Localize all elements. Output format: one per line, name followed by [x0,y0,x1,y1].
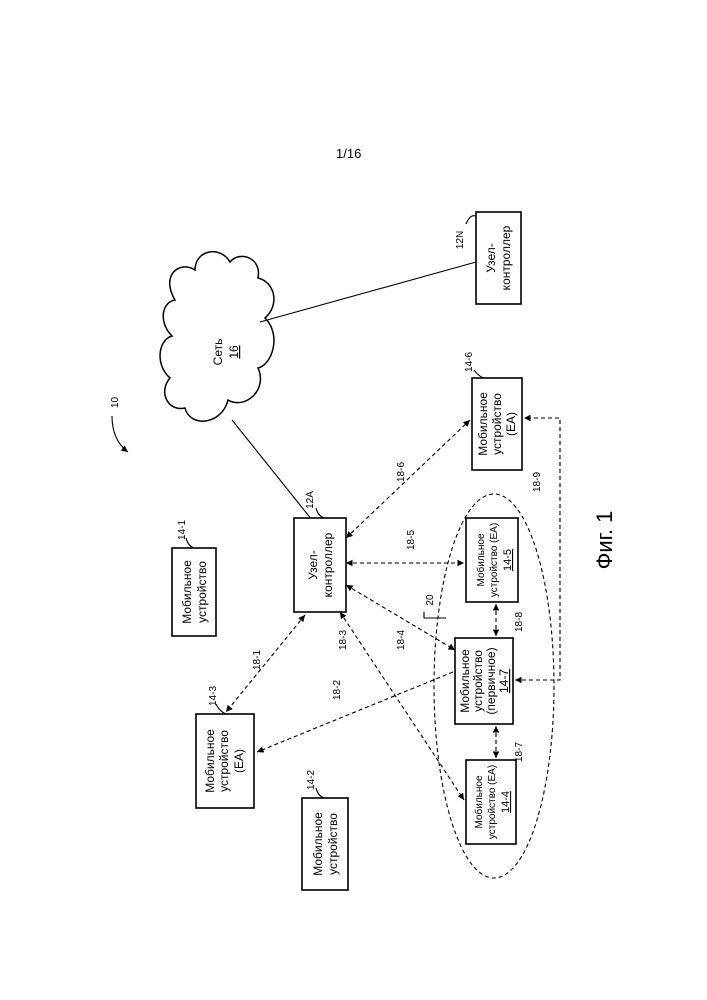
device-14-7-ref: 14-7 [497,669,511,693]
device-14-2-ref: 14-2 [306,770,317,790]
link-18-1 [226,615,305,712]
network-ref: 16 [227,345,241,359]
device-14-3-line3: (EA) [232,749,246,773]
device-14-5-line2: устройство (EA) [489,523,500,597]
device-14-5-line1: Мобильное [475,533,487,586]
device-14-4-line1: Мобильное [473,775,485,828]
device-14-2-box [302,798,348,890]
link-18-5-label: 18-5 [406,530,417,550]
device-14-7-line2: устройство [471,650,485,712]
system-ref-arrow [112,416,128,452]
device-14-3-line2: устройство [217,730,231,792]
controller-12n-label-line1: Узел- [484,243,498,273]
device-group-ref-leader [424,612,446,618]
device-14-3-ref: 14-3 [208,686,219,706]
link-18-2-label: 18-2 [332,680,343,700]
device-group-ref: 20 [425,594,436,606]
device-14-2-line2: устройство [326,813,340,875]
link-18-1-label: 18-1 [252,650,263,670]
device-14-1-ref: 14-1 [177,520,188,540]
device-14-6-ref: 14-6 [464,352,475,372]
device-14-5-ref: 14-5 [502,549,514,571]
link-cloud-12n [260,262,476,322]
link-18-3-label: 18-3 [338,630,349,650]
device-14-6-ref-leader [474,370,484,378]
link-18-9-label: 18-9 [532,472,543,492]
controller-12a-ref-leader [316,508,324,518]
link-cloud-12a [232,420,312,520]
device-14-4-line2: устройство (EA) [487,765,498,839]
network-label: Сеть [211,339,225,366]
link-18-8-label: 18-8 [514,612,525,632]
figure-caption: Фиг. 1 [592,511,617,570]
device-14-4-ref: 14-4 [500,791,512,813]
controller-12n-ref: 12N [455,231,466,249]
controller-12a-ref: 12A [305,491,316,509]
system-ref-label: 10 [110,396,121,408]
device-14-2-line1: Мобильное [311,812,325,876]
device-14-6-line2: устройство [490,393,504,455]
device-14-1-line1: Мобильное [180,560,194,624]
device-14-6-line3: (EA) [504,412,518,436]
link-18-7-label: 18-7 [514,742,525,762]
controller-12n-label-line2: контроллер [499,225,513,290]
device-14-3-line1: Мобильное [203,729,217,793]
controller-12a-label-line1: Узел- [306,550,320,580]
device-14-1-line2: устройство [195,561,209,623]
link-18-4-label: 18-4 [396,630,407,650]
link-18-2 [257,672,453,752]
device-14-1-box [172,548,216,636]
controller-12a-box [294,518,346,612]
device-14-7-line1: Мобильное [458,649,472,713]
device-14-2-ref-leader [316,788,324,798]
link-18-6-label: 18-6 [396,462,407,482]
link-18-6 [346,420,470,538]
network-cloud [160,252,274,421]
device-14-7-line3: (первичное) [484,647,498,714]
device-14-6-line1: Мобильное [476,392,490,456]
controller-12a-label-line2: контроллер [321,532,335,597]
controller-12n-ref-leader [466,216,476,224]
